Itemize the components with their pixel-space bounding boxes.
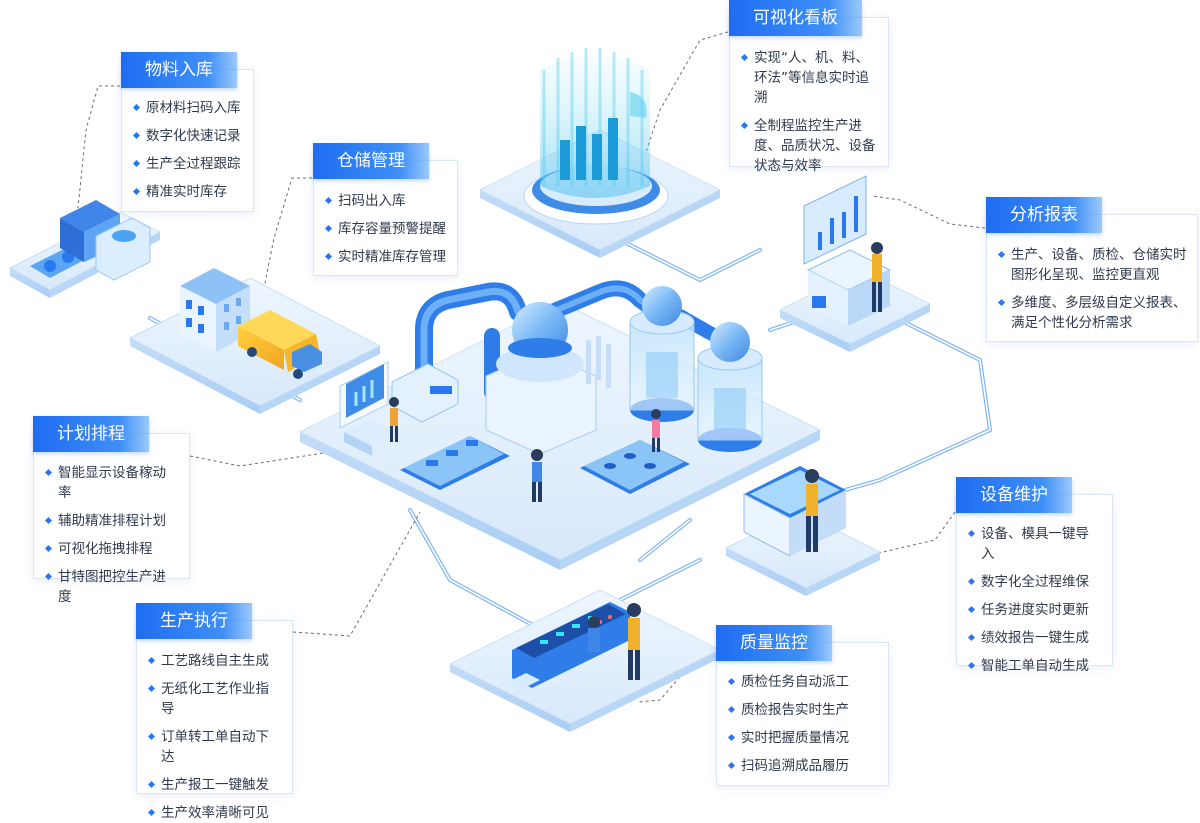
- bullet-icon: [967, 577, 976, 586]
- bullet-icon: [132, 131, 141, 140]
- feature-item: 生产、设备、质检、仓储实时图形化呈现、监控更直观: [997, 245, 1187, 285]
- materials-intake-illustration: [8, 200, 162, 298]
- warehouse-illustration: [128, 268, 382, 414]
- feature-item: 生产报工一键触发: [147, 775, 282, 795]
- bullet-icon: [132, 103, 141, 112]
- bullet-icon: [44, 572, 53, 581]
- bullet-icon: [727, 705, 736, 714]
- feature-list: 工艺路线自主生成 无纸化工艺作业指导 订单转工单自动下达 生产报工一键触发 生产…: [147, 651, 282, 823]
- feature-item: 全制程监控生产进度、品质状况、设备状态与效率: [740, 116, 878, 176]
- bullet-icon: [147, 808, 156, 817]
- feature-item: 数字化快速记录: [132, 126, 243, 146]
- feature-item: 设备、模具一键导入: [967, 524, 1102, 564]
- feature-item: 实时精准库存管理: [324, 247, 447, 267]
- feature-list: 扫码出入库 库存容量预警提醒 实时精准库存管理: [324, 191, 447, 267]
- feature-list: 原材料扫码入库 数字化快速记录 生产全过程跟踪 精准实时库存: [132, 98, 243, 202]
- feature-list: 质检任务自动派工 质检报告实时生产 实时把握质量情况 扫码追溯成品履历: [727, 672, 878, 776]
- card-maintenance: 设备维护 设备、模具一键导入 数字化全过程维保 任务进度实时更新 绩效报告一键生…: [956, 477, 1113, 674]
- feature-list: 生产、设备、质检、仓储实时图形化呈现、监控更直观 多维度、多层级自定义报表、满足…: [997, 245, 1187, 333]
- mes-isometric-illustration: [8, 31, 993, 732]
- card-title: 设备维护: [956, 477, 1072, 513]
- bullet-icon: [740, 53, 749, 62]
- card-title: 质量监控: [716, 625, 832, 661]
- bullet-icon: [147, 684, 156, 693]
- bullet-icon: [727, 761, 736, 770]
- card-title: 分析报表: [986, 197, 1102, 233]
- card-quality: 质量监控 质检任务自动派工 质检报告实时生产 实时把握质量情况 扫码追溯成品履历: [716, 625, 889, 786]
- bullet-icon: [147, 656, 156, 665]
- feature-item: 订单转工单自动下达: [147, 727, 282, 767]
- feature-item: 智能显示设备稼动率: [44, 463, 179, 503]
- bullet-icon: [147, 780, 156, 789]
- bullet-icon: [324, 252, 333, 261]
- feature-item: 无纸化工艺作业指导: [147, 679, 282, 719]
- feature-item: 数字化全过程维保: [967, 572, 1102, 592]
- feature-item: 智能工单自动生成: [967, 656, 1102, 676]
- feature-item: 库存容量预警提醒: [324, 219, 447, 239]
- feature-item: 质检报告实时生产: [727, 700, 878, 720]
- card-dashboard: 可视化看板 实现“人、机、料、环法”等信息实时追溯 全制程监控生产进度、品质状况…: [729, 0, 889, 174]
- feature-item: 实现“人、机、料、环法”等信息实时追溯: [740, 48, 878, 108]
- bullet-icon: [44, 544, 53, 553]
- reports-kiosk-illustration: [778, 175, 932, 352]
- feature-item: 可视化拖拽排程: [44, 539, 179, 559]
- feature-item: 多维度、多层级自定义报表、满足个性化分析需求: [997, 293, 1187, 333]
- feature-item: 工艺路线自主生成: [147, 651, 282, 671]
- card-planning: 计划排程 智能显示设备稼动率 辅助精准排程计划 可视化拖拽排程 甘特图把控生产进…: [33, 416, 190, 605]
- card-title: 物料入库: [121, 52, 237, 88]
- bullet-icon: [997, 250, 1006, 259]
- bullet-icon: [967, 605, 976, 614]
- feature-list: 设备、模具一键导入 数字化全过程维保 任务进度实时更新 绩效报告一键生成 智能工…: [967, 524, 1102, 676]
- dashboard-hologram-illustration: [478, 48, 722, 258]
- bullet-icon: [967, 529, 976, 538]
- feature-item: 生产效率清晰可见: [147, 803, 282, 823]
- factory-illustration: [298, 280, 822, 570]
- bullet-icon: [967, 633, 976, 642]
- bullet-icon: [324, 224, 333, 233]
- feature-item: 绩效报告一键生成: [967, 628, 1102, 648]
- feature-item: 扫码追溯成品履历: [727, 756, 878, 776]
- card-execution: 生产执行 工艺路线自主生成 无纸化工艺作业指导 订单转工单自动下达 生产报工一键…: [136, 603, 293, 821]
- feature-item: 实时把握质量情况: [727, 728, 878, 748]
- feature-item: 精准实时库存: [132, 182, 243, 202]
- feature-item: 原材料扫码入库: [132, 98, 243, 118]
- card-materials-in: 物料入库 原材料扫码入库 数字化快速记录 生产全过程跟踪 精准实时库存: [121, 52, 254, 212]
- feature-item: 辅助精准排程计划: [44, 511, 179, 531]
- bullet-icon: [132, 187, 141, 196]
- feature-list: 实现“人、机、料、环法”等信息实时追溯 全制程监控生产进度、品质状况、设备状态与…: [740, 48, 878, 176]
- bullet-icon: [967, 661, 976, 670]
- bullet-icon: [132, 159, 141, 168]
- card-title: 可视化看板: [729, 0, 862, 36]
- bullet-icon: [997, 298, 1006, 307]
- card-reports: 分析报表 生产、设备、质检、仓储实时图形化呈现、监控更直观 多维度、多层级自定义…: [986, 197, 1198, 342]
- bullet-icon: [727, 733, 736, 742]
- quality-control-desk-illustration: [448, 589, 722, 732]
- maintenance-console-illustration: [724, 466, 882, 596]
- feature-item: 甘特图把控生产进度: [44, 567, 179, 607]
- feature-item: 扫码出入库: [324, 191, 447, 211]
- bullet-icon: [147, 732, 156, 741]
- feature-item: 质检任务自动派工: [727, 672, 878, 692]
- card-title: 计划排程: [33, 416, 149, 452]
- feature-item: 任务进度实时更新: [967, 600, 1102, 620]
- bullet-icon: [324, 196, 333, 205]
- bullet-icon: [44, 468, 53, 477]
- card-warehouse: 仓储管理 扫码出入库 库存容量预警提醒 实时精准库存管理: [313, 143, 458, 276]
- card-title: 生产执行: [136, 603, 252, 639]
- card-title: 仓储管理: [313, 143, 429, 179]
- bullet-icon: [740, 121, 749, 130]
- bullet-icon: [44, 516, 53, 525]
- feature-list: 智能显示设备稼动率 辅助精准排程计划 可视化拖拽排程 甘特图把控生产进度: [44, 463, 179, 607]
- bullet-icon: [727, 677, 736, 686]
- feature-item: 生产全过程跟踪: [132, 154, 243, 174]
